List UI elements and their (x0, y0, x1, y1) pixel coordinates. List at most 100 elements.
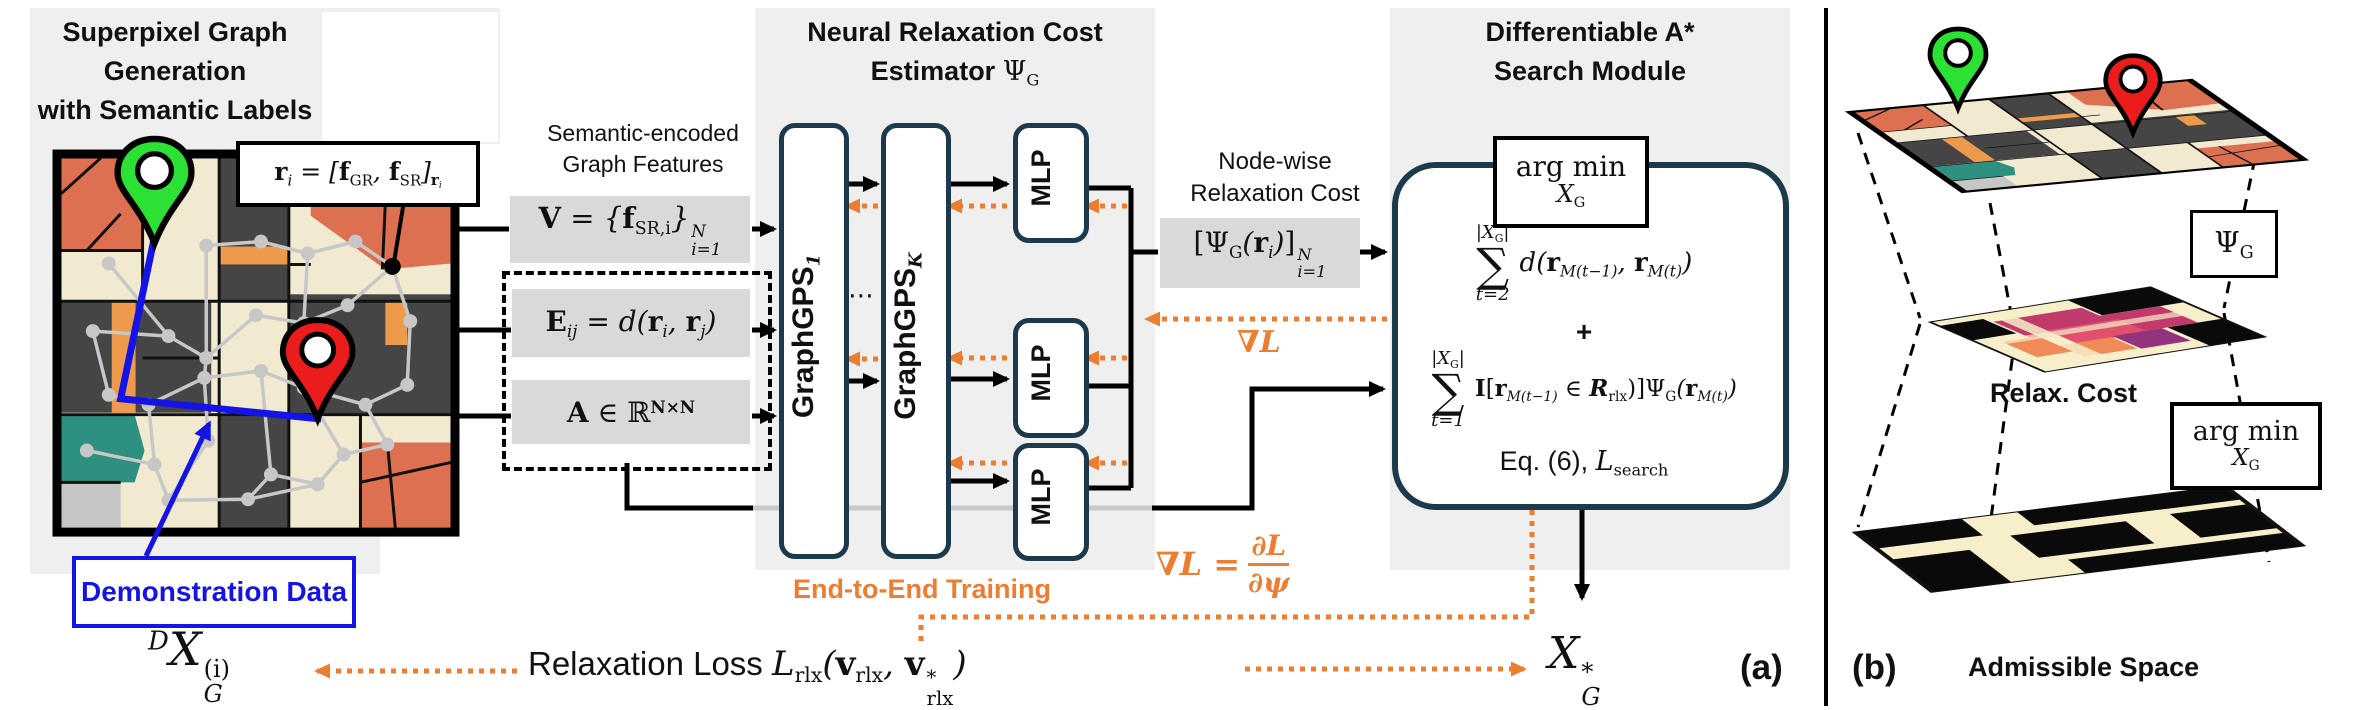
features-label-line1: Semantic-encoded (547, 120, 739, 146)
psi: Ψ (1645, 376, 1666, 403)
demonstration-arrow (143, 420, 212, 558)
admissible-space-map (1851, 485, 2307, 593)
base-r: r (430, 171, 439, 190)
vec-r: r (274, 156, 288, 186)
sup-nxn: N×N (650, 396, 696, 417)
sub-sri: SR,i (634, 218, 671, 239)
sub-i: i (662, 320, 668, 341)
mlp2-label: MLP (1026, 344, 1056, 402)
astar-caption: Eq. (6), Lsearch (1399, 446, 1769, 480)
sigma: ∑ (1476, 237, 1510, 292)
lim-sub: G (1450, 357, 1459, 371)
sub-j: j (700, 320, 706, 341)
b-argmin-box: arg min XG (2170, 402, 2322, 490)
vec-v1: v (835, 644, 856, 684)
loss-prefix: Relaxation Loss (528, 645, 772, 682)
astar-title-line1: Differentiable A* (1485, 17, 1695, 47)
sum-lower: t=1 (1431, 409, 1465, 431)
psi-symbol: ΨG (1003, 56, 1040, 90)
vec-r2: r (1685, 375, 1698, 403)
graphgps1-sub: 1 (803, 253, 825, 267)
grad-fraction: ∂L ∂ψ (1248, 529, 1290, 597)
graphgpsk-name: GraphGPS (889, 267, 922, 420)
adjacency-box: A ∈ ℝN×N (512, 380, 750, 444)
demonstration-path (116, 237, 322, 423)
sub-rlx: rlx (855, 663, 884, 688)
astar-eq1: |XG|∑t=2 d(rM(t−1), rM(t)) (1399, 214, 1769, 314)
edge-adjacency-group-box (502, 271, 772, 471)
summation: |XG|∑t=1 (1431, 350, 1465, 430)
forward-arrows (624, 176, 1590, 601)
nabla: ∇ (1155, 545, 1180, 583)
nodewise-label-line1: Node-wise (1218, 148, 1332, 175)
paren: ) (705, 305, 717, 339)
mlp1-label: MLP (1026, 149, 1056, 207)
script-d: D (148, 626, 169, 657)
lim-x: |X (1475, 222, 1495, 244)
dist-d: d (1519, 247, 1537, 278)
demonstration-data-box: Demonstration Data (72, 556, 356, 628)
in-symbol: ∈ (1557, 376, 1590, 403)
plus-sign: + (1575, 316, 1593, 347)
eq1-body: d(rM(t−1), rM(t)) (1520, 248, 1693, 280)
grad-label: ∇L (1237, 325, 1281, 360)
sub-sr: SR (399, 171, 422, 190)
nodewise-label: Node-wise Relaxation Cost (1185, 146, 1365, 211)
real-set: ℝ (627, 395, 651, 429)
equals: = [ (292, 156, 339, 186)
vec-r1: r (1546, 247, 1561, 278)
vec-v: V (538, 200, 562, 235)
relax-cost-label: Relax. Cost (1990, 378, 2138, 408)
grad-lhs: ∇L = (1156, 545, 1241, 583)
partial: ∂ (1251, 529, 1267, 563)
script-x: X (1556, 179, 1574, 208)
paren: ( (636, 305, 648, 339)
summation: |XG|∑t=2 (1476, 224, 1510, 304)
psi-sub: G (1229, 241, 1243, 262)
left-panel-title: Superpixel Graph Generation with Semanti… (25, 13, 325, 130)
sub-g: G (203, 680, 223, 709)
base-i: i (438, 181, 442, 192)
psi-sub: G (2239, 243, 2254, 264)
b-psi-box: ΨG (2190, 210, 2278, 278)
script-l: L (1266, 529, 1287, 563)
graphgpsk-block (881, 123, 951, 559)
bracket: [ (1193, 225, 1205, 259)
demonstration-data-label: Demonstration Data (80, 576, 348, 607)
graphgpsk-sub: K (905, 252, 927, 268)
mlp2-block (1013, 318, 1089, 438)
script-l: L (1259, 325, 1281, 360)
mlp3-label: MLP (1026, 468, 1056, 526)
mlp1-block (1013, 123, 1089, 243)
lim-close: | (1503, 222, 1510, 244)
script-x: X (2232, 444, 2249, 471)
sub-rlx: rlx (794, 663, 823, 688)
e-formula: Eij = d(ri, rj) (546, 305, 717, 341)
sum-lower: t=2 (1475, 283, 1510, 305)
astar-eq2: |XG|∑t=1 I[rM(t−1) ∈ Rrlx)]ΨG(rM(t)) (1399, 346, 1769, 434)
vec-f-sr: f (388, 156, 400, 186)
lim-sub: G (1494, 231, 1504, 245)
argmin-box: arg min XG (1493, 136, 1649, 228)
comma: , (1617, 247, 1634, 278)
psi-sub: G (1026, 70, 1040, 90)
sub-ij: ij (566, 320, 578, 341)
nodewise-label-line2: Relaxation Cost (1190, 180, 1360, 208)
estimator-title-line2: Estimator ΨG (770, 52, 1140, 92)
equals: = (1202, 545, 1241, 583)
vec-r1: r (1494, 375, 1507, 403)
node-feature-formula-box: ri = [fGR, fSR]ri (236, 141, 480, 207)
b-psi-label: ΨG (2214, 225, 2253, 263)
sub-mt: M(t) (1647, 262, 1683, 281)
sub-g: G (1581, 683, 1601, 710)
paren: ) (1273, 225, 1285, 259)
left-title-line1: Superpixel Graph Generation (62, 17, 288, 87)
indicator: I (1474, 375, 1486, 403)
sup-n: N (691, 220, 706, 241)
b-superpixel-map (1850, 80, 2304, 192)
nabla: ∇ (1237, 325, 1260, 360)
